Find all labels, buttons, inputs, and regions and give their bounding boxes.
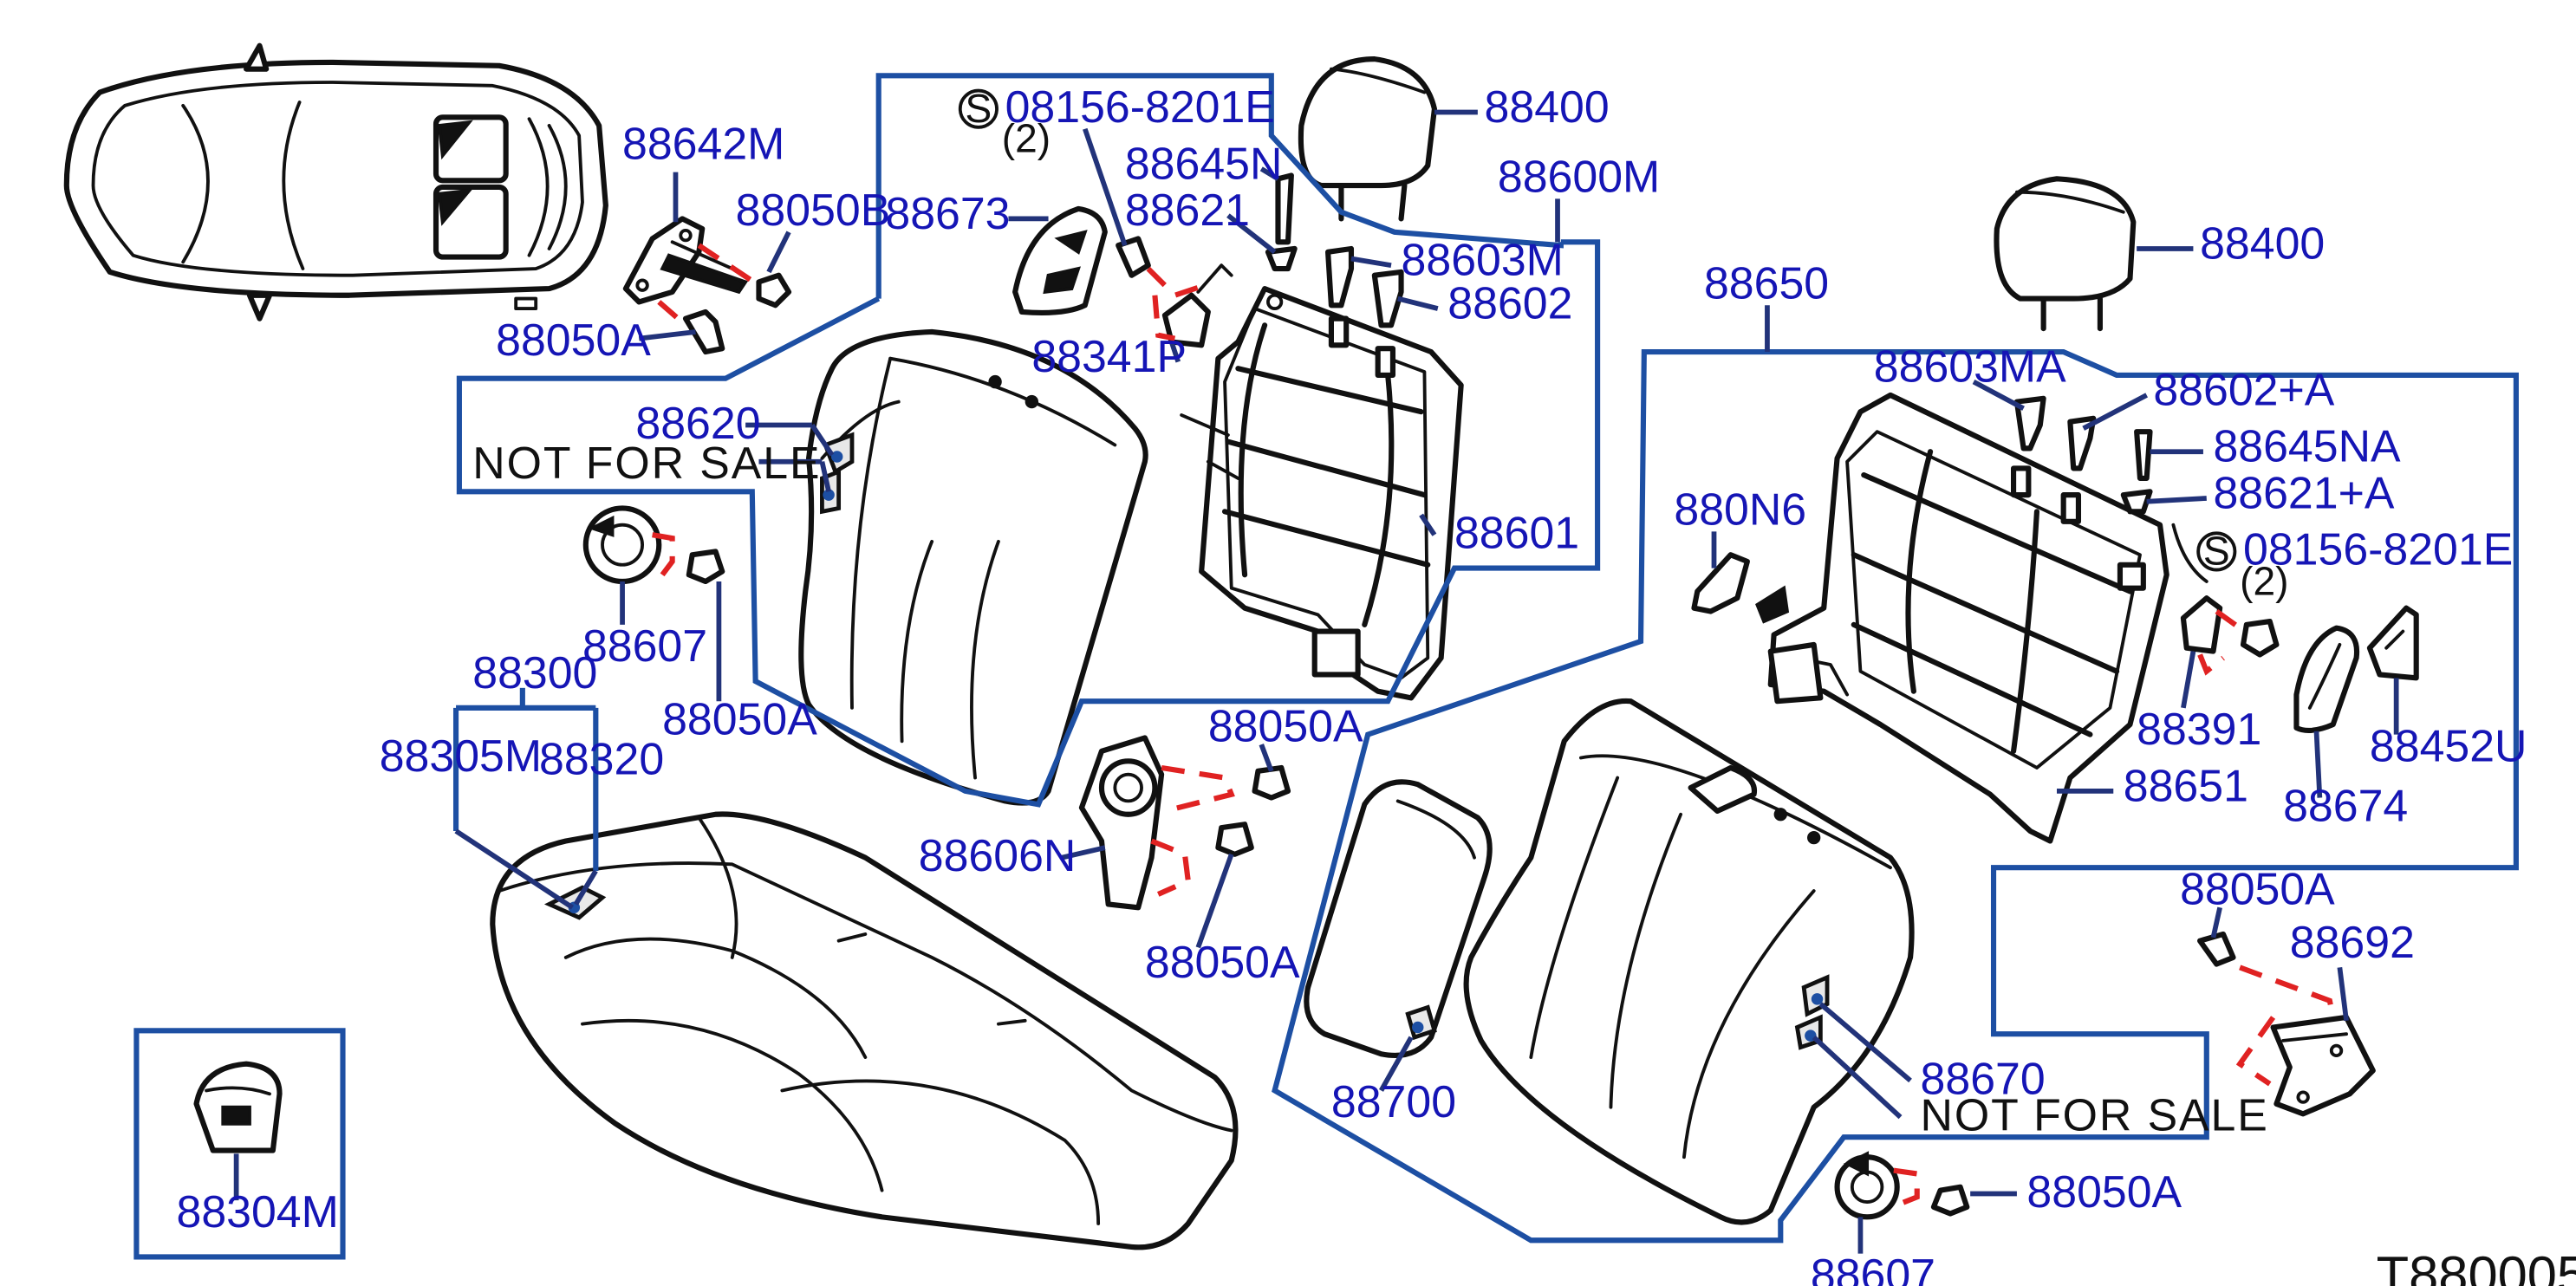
label-88050A-left: 88050A bbox=[662, 694, 817, 744]
label-88305M: 88305M bbox=[380, 731, 542, 781]
label-88645NA: 88645NA bbox=[2213, 421, 2401, 471]
label-not-for-sale-left: NOT FOR SALE bbox=[472, 438, 821, 488]
label-qty-top: (2) bbox=[1002, 116, 1051, 161]
label-88600M: 88600M bbox=[1498, 152, 1660, 202]
label-88602A: 88602+A bbox=[2153, 364, 2334, 414]
label-88050A-bottom: 88050A bbox=[2026, 1166, 2182, 1217]
label-88050A-right: 88050A bbox=[2180, 863, 2335, 913]
label-88670: 88670 bbox=[1921, 1053, 2046, 1103]
headrest-88400-a-icon bbox=[1298, 56, 1438, 222]
label-88050A-top-left: 88050A bbox=[496, 315, 651, 365]
right-seatback-frame-88651-icon bbox=[1767, 392, 2169, 844]
seat-hook-88304M-icon bbox=[133, 1028, 346, 1260]
left-seatback-frame-icon bbox=[1180, 285, 1464, 701]
label-88651: 88651 bbox=[2124, 760, 2248, 810]
label-88050B: 88050B bbox=[736, 185, 891, 235]
label-08156-8201E-right: 08156-8201E bbox=[2243, 524, 2513, 575]
label-88400-b: 88400 bbox=[2200, 218, 2325, 269]
label-88607-bottom: 88607 bbox=[1811, 1250, 1935, 1286]
label-88606N: 88606N bbox=[919, 830, 1077, 880]
label-88304M: 88304M bbox=[177, 1186, 339, 1237]
armrest-88700-icon bbox=[1304, 779, 1493, 1058]
label-88642M: 88642M bbox=[622, 118, 784, 168]
label-88621: 88621 bbox=[1125, 185, 1250, 235]
label-88300: 88300 bbox=[472, 647, 597, 698]
recliner-88606N-icon bbox=[1078, 735, 1291, 911]
label-88400-a: 88400 bbox=[1485, 81, 1610, 132]
label-88320: 88320 bbox=[539, 734, 664, 784]
leader-lines bbox=[233, 109, 2399, 1254]
s-symbol-top: S bbox=[966, 86, 992, 131]
striker-88341P-icon bbox=[1116, 236, 1233, 348]
label-88621A: 88621+A bbox=[2213, 467, 2394, 517]
label-88050A-mid-1: 88050A bbox=[1208, 700, 1363, 750]
recliner-88607-left-icon bbox=[582, 505, 725, 585]
car-top-view-icon bbox=[63, 42, 608, 322]
headrest-guide-fasteners-icon bbox=[1265, 172, 1404, 328]
headrest-88400-b-icon bbox=[1994, 176, 2137, 332]
label-88050A-mid-2: 88050A bbox=[1145, 937, 1300, 987]
label-88602: 88602 bbox=[1447, 278, 1572, 328]
s-symbol-right: S bbox=[2203, 529, 2230, 574]
hinge-bracket-88642M-icon bbox=[622, 216, 792, 355]
diagram-code: T8800056 bbox=[2377, 1246, 2576, 1286]
label-88692: 88692 bbox=[2290, 917, 2415, 967]
label-88452U: 88452U bbox=[2370, 720, 2527, 770]
label-88700: 88700 bbox=[1331, 1076, 1456, 1127]
assembly-brackets bbox=[452, 73, 2519, 1244]
label-not-for-sale-right: NOT FOR SALE bbox=[1921, 1090, 2269, 1140]
left-seatback-cushion-icon bbox=[798, 328, 1148, 806]
s-symbol-icon bbox=[958, 88, 2237, 572]
label-88607-left: 88607 bbox=[582, 620, 707, 671]
striker-88391-icon bbox=[2171, 523, 2280, 676]
finisher-88673-icon bbox=[1012, 205, 1108, 315]
trim-88674-88452U-icon bbox=[2293, 605, 2419, 734]
label-88603M: 88603M bbox=[1402, 235, 1564, 285]
label-880N6: 880N6 bbox=[1674, 484, 1806, 535]
label-88645N: 88645N bbox=[1125, 138, 1283, 188]
label-88650: 88650 bbox=[1704, 258, 1829, 309]
label-88673: 88673 bbox=[885, 188, 1010, 238]
right-seatback-cushion-icon bbox=[1463, 698, 1915, 1225]
label-88391: 88391 bbox=[2137, 704, 2261, 754]
right-fasteners-icon bbox=[2013, 395, 2153, 515]
label-88601: 88601 bbox=[1454, 508, 1579, 558]
label-qty-right: (2) bbox=[2240, 558, 2288, 603]
label-88674: 88674 bbox=[2283, 780, 2408, 830]
label-08156-8201E-top: 08156-8201E bbox=[1005, 81, 1275, 132]
seat-cushion-88300-icon bbox=[490, 811, 1239, 1250]
label-88620: 88620 bbox=[635, 398, 760, 448]
recliner-88607-bottom-icon bbox=[1834, 1151, 1970, 1220]
bracket-880N6-icon bbox=[1691, 552, 1790, 624]
label-88603MA: 88603MA bbox=[1874, 341, 2066, 392]
label-88341P: 88341P bbox=[1031, 331, 1187, 381]
bracket-88692-icon bbox=[2197, 931, 2376, 1117]
